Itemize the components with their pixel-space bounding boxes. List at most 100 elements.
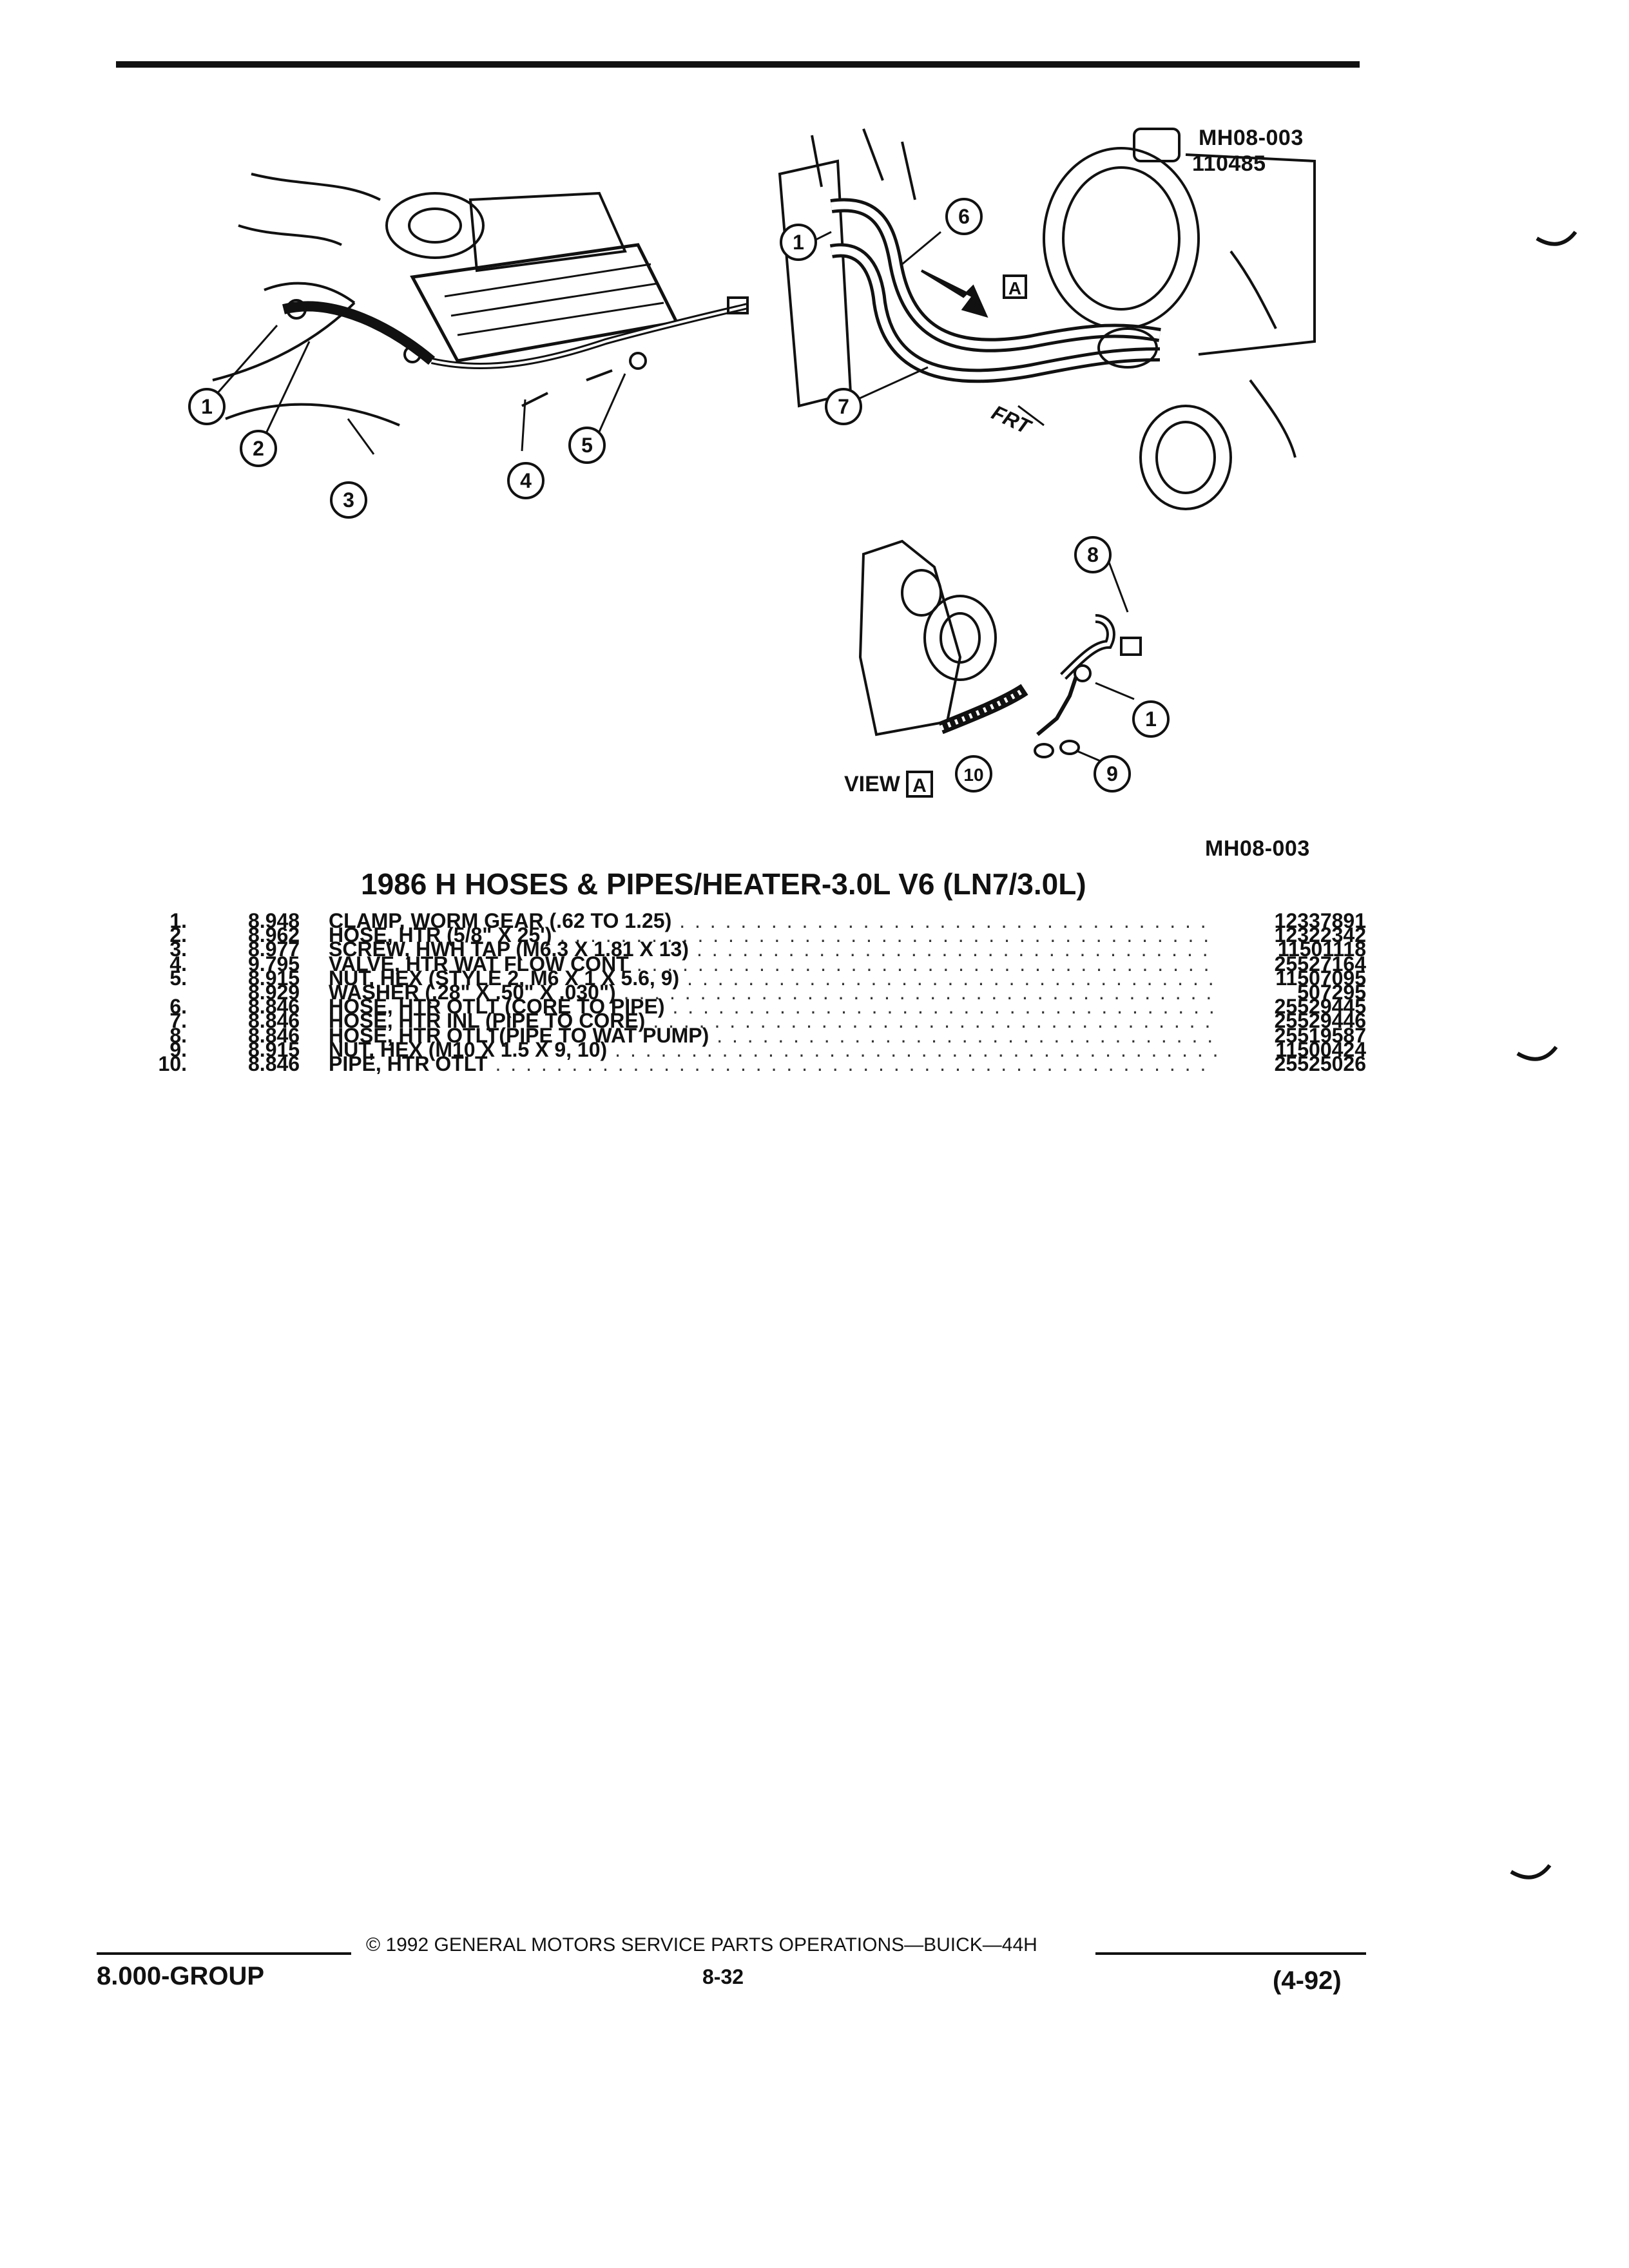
scan-mark [1514,1041,1559,1070]
svg-text:A: A [1008,278,1021,298]
svg-text:1: 1 [793,231,804,254]
svg-text:3: 3 [343,488,354,512]
part-catalog-number: 9.795 [248,952,300,975]
callout-6: 6 [944,197,984,240]
part-name: SCREW [329,937,405,961]
part-spec: , HTR OTLT(PIPE TO WAT PUMP) [387,1023,709,1047]
part-index: 4. [169,952,187,975]
leader-dots: . . . . . . . . . . . . . . . . . . . . … [623,985,1217,1000]
part-number: 25529446 [1274,1009,1366,1033]
footer-rule-left [97,1952,351,1955]
part-index: 3. [169,937,187,961]
leader-dots: . . . . . . . . . . . . . . . . . . . . … [495,1056,1217,1072]
part-spec: , WORM GEAR (.62 TO 1.25) [399,909,672,932]
footer-copyright: © 1992 GENERAL MOTORS SERVICE PARTS OPER… [366,1934,1037,1956]
part-catalog-number: 8.977 [248,937,300,961]
callout-2: 2 [238,428,278,472]
part-index: 9. [169,1037,187,1061]
part-number: 25525026 [1274,1052,1366,1075]
part-catalog-number: 8.915 [248,1037,300,1061]
part-row: 8. 8.846 HOSE, HTR OTLT(PIPE TO WAT PUMP).… [148,1023,1366,1047]
part-catalog-number: 8.846 [248,1009,300,1033]
part-spec: , HTR OTLT (CORE TO PIPE) [387,995,665,1019]
svg-text:5: 5 [581,434,593,457]
part-index: 2. [169,923,187,947]
leader-dots: . . . . . . . . . . . . . . . . . . . . … [636,956,1217,971]
callout-5: 5 [567,425,607,468]
part-catalog-number: 8.948 [248,909,300,932]
part-catalog-number: 8.846 [248,995,300,1019]
part-name: HOSE [329,1009,387,1033]
page-title: 1986 H HOSES & PIPES/HEATER-3.0L V6 (LN7… [361,867,1086,901]
part-name: HOSE [329,995,387,1019]
svg-text:1: 1 [201,395,213,418]
part-name: HOSE [329,1023,387,1047]
part-name: NUT [329,966,369,990]
callout-9: 9 [1092,754,1132,797]
svg-text:4: 4 [520,469,532,492]
part-description: HOSE, HTR OTLT(PIPE TO WAT PUMP) . . . . … [329,1025,1366,1046]
part-number: 11500424 [1275,1037,1366,1061]
footer-page-number: 8-32 [702,1965,744,1988]
leader-dots: . . . . . . . . . . . . . . . . . . . . … [653,1014,1217,1028]
part-catalog-number: 8.846 [248,1052,300,1075]
part-spec: , HTR OTLT [375,1052,488,1075]
part-description: SCREW, HWH TAP (M6.3 X 1.81 X 13). . . .… [329,939,1366,959]
part-index: 6. [169,995,187,1019]
svg-text:7: 7 [838,395,849,418]
part-number: 11507095 [1275,966,1366,990]
scan-mark [1534,226,1579,255]
svg-text:6: 6 [958,205,970,228]
leader-dots: . . . . . . . . . . . . . . . . . . . . … [696,942,1217,957]
leader-dots: . . . . . . . . . . . . . . . . . . . . … [679,914,1217,928]
part-spec: , HEX (M10 X 1.5 X 9, 10) [369,1037,608,1061]
part-name: CLAMP [329,909,400,932]
view-label-text: VIEW [844,771,900,796]
part-description: NUT, HEX (M10 X 1.5 X 9, 10). . . . . . … [329,1039,1366,1060]
parts-list: 1. 8.948 CLAMP, WORM GEAR (.62 TO 1.25) . .… [148,909,1366,1075]
svg-text:8: 8 [1087,543,1099,566]
part-description: WASHER (.28" X .50" X .030"). . . . . . … [329,982,1366,1003]
part-index: 8. [169,1023,187,1047]
part-number: 12322342 [1274,923,1366,947]
part-row: 2. 8.962 HOSE, HTR (5/8" X 25'). . . . . .… [148,923,1366,947]
part-description: CLAMP, WORM GEAR (.62 TO 1.25) . . . . . … [329,910,1366,931]
svg-text:A: A [912,775,927,796]
view-letter-box: A [905,771,933,798]
part-index: 10. [158,1052,187,1075]
callout-1-right: 1 [778,222,818,265]
part-spec: (.28" X .50" X .030") [419,980,616,1004]
svg-text:2: 2 [253,437,264,460]
part-catalog-number: 8.915 [248,966,300,990]
leader-dots: . . . . . . . . . . . . . . . . . . . . … [615,1042,1217,1057]
part-index: 1. [169,909,187,932]
callout-4: 4 [506,461,546,504]
callout-1-left: 1 [187,387,227,430]
view-a-label: VIEW A [844,770,934,798]
engine-left-illustration [187,148,767,522]
part-number: 25519587 [1274,1023,1366,1047]
part-number: 25529445 [1274,995,1366,1019]
footer-rule-right [1095,1952,1366,1955]
top-rule [116,61,1360,68]
callout-1-view: 1 [1131,699,1171,742]
part-catalog-number: 8.846 [248,1023,300,1047]
part-description: HOSE, HTR (5/8" X 25'). . . . . . . . . … [329,925,1366,945]
part-spec: , HEX (STYLE 2, M6 X 1 X 5.6, 9) [369,966,680,990]
footer-group: 8.000-GROUP [97,1962,265,1990]
svg-text:9: 9 [1106,762,1118,785]
scan-mark [1508,1859,1553,1888]
leader-dots: . . . . . . . . . . . . . . . . . . . . … [717,1028,1217,1043]
part-number: 25527164 [1274,952,1366,975]
ref-code-top: MH08-003 [1199,126,1304,150]
part-name: HOSE [329,923,387,947]
part-name: VALVE [329,952,394,975]
callout-7: 7 [824,387,863,430]
part-number: 12337891 [1274,909,1366,932]
part-catalog-number: 8.962 [248,923,300,947]
